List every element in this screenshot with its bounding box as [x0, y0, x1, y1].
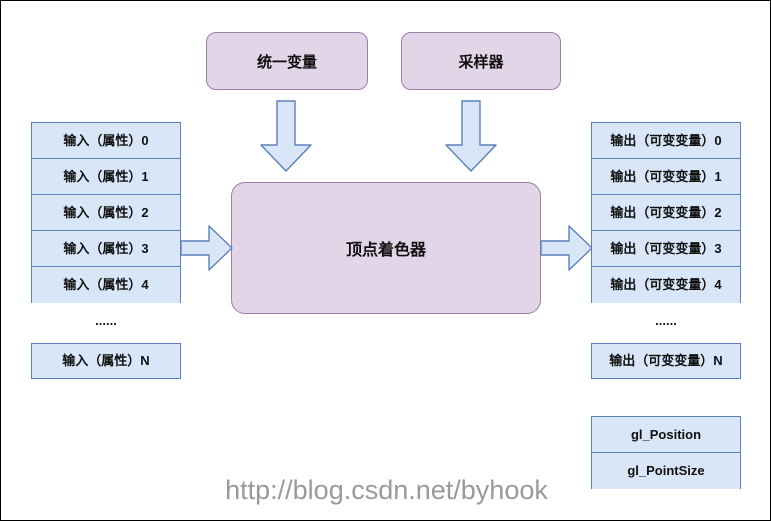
input-attribute-row[interactable]: 输入（属性）2: [32, 195, 180, 231]
input-attribute-n-box[interactable]: 输入（属性）N: [31, 343, 181, 379]
arrow-sampler-to-shader-icon: [445, 100, 497, 172]
output-varying-row[interactable]: 输出（可变变量）0: [592, 123, 740, 159]
output-varying-n-box[interactable]: 输出（可变变量）N: [591, 343, 741, 379]
arrow-shader-to-outputs-icon: [540, 225, 593, 271]
sampler-box[interactable]: 采样器: [401, 32, 561, 90]
output-varying-row[interactable]: 输出（可变变量）1: [592, 159, 740, 195]
output-varying-row[interactable]: 输出（可变变量）4: [592, 267, 740, 303]
builtin-outputs-stack: gl_Position gl_PointSize: [591, 416, 741, 489]
output-varying-row[interactable]: 输出（可变变量）2: [592, 195, 740, 231]
arrow-uniform-to-shader-icon: [260, 100, 312, 172]
uniform-variables-box[interactable]: 统一变量: [206, 32, 368, 90]
arrow-inputs-to-shader-icon: [180, 225, 233, 271]
watermark-text: http://blog.csdn.net/byhook: [225, 475, 548, 505]
input-attribute-row[interactable]: 输入（属性）4: [32, 267, 180, 303]
input-attributes-stack: 输入（属性）0 输入（属性）1 输入（属性）2 输入（属性）3 输入（属性）4: [31, 122, 181, 303]
output-varying-row[interactable]: 输出（可变变量）3: [592, 231, 740, 267]
input-attribute-row[interactable]: 输入（属性）3: [32, 231, 180, 267]
output-varyings-stack: 输出（可变变量）0 输出（可变变量）1 输出（可变变量）2 输出（可变变量）3 …: [591, 122, 741, 303]
sampler-label: 采样器: [458, 53, 504, 71]
vertex-shader-box[interactable]: 顶点着色器: [231, 182, 541, 314]
input-attributes-ellipsis: ......: [95, 313, 117, 328]
uniform-variables-label: 统一变量: [256, 53, 317, 71]
vertex-shader-label: 顶点着色器: [345, 242, 426, 259]
builtin-output-row-gl-pointsize[interactable]: gl_PointSize: [592, 453, 740, 489]
output-varyings-ellipsis: ......: [655, 313, 677, 328]
input-attribute-row[interactable]: 输入（属性）0: [32, 123, 180, 159]
builtin-output-row-gl-position[interactable]: gl_Position: [592, 417, 740, 453]
input-attribute-row[interactable]: 输入（属性）1: [32, 159, 180, 195]
